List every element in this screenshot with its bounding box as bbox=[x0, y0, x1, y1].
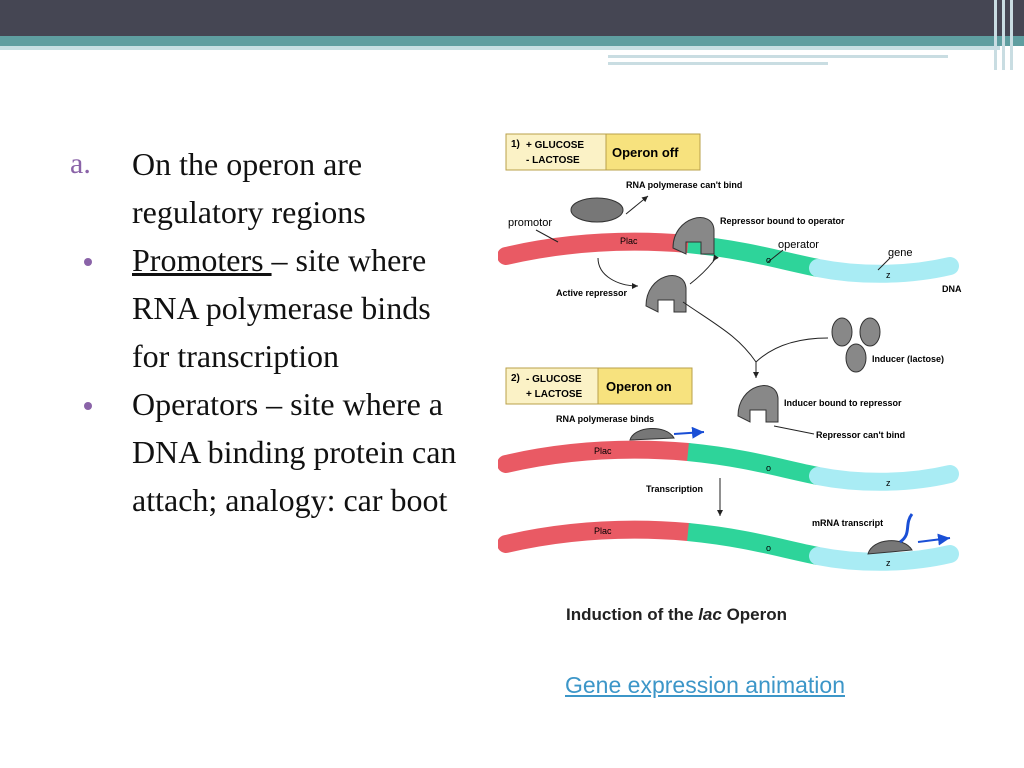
label-repressor-cant-bind: Repressor can't bind bbox=[816, 430, 905, 440]
list-marker: a. bbox=[70, 147, 91, 180]
step1-glucose: + GLUCOSE bbox=[526, 140, 584, 151]
pointer bbox=[877, 257, 891, 271]
label-transcription: Transcription bbox=[646, 484, 703, 494]
label-mrna: mRNA transcript bbox=[812, 518, 883, 528]
term-operators: Operators bbox=[132, 386, 259, 422]
label-polymerase-binds: RNA polymerase binds bbox=[556, 414, 654, 424]
deco-line bbox=[1010, 0, 1013, 70]
label-z: z bbox=[886, 478, 891, 488]
label-plac: Plac bbox=[594, 526, 612, 536]
label-operator: operator bbox=[778, 239, 819, 251]
diagram-caption: Induction of the lac Operon bbox=[566, 605, 787, 624]
label-gene: gene bbox=[888, 247, 912, 259]
arrow bbox=[625, 195, 649, 215]
step2-legend: 2) - GLUCOSE + LACTOSE Operon on bbox=[505, 367, 693, 405]
bullet-text: On the operon are regulatory regions bbox=[132, 146, 366, 230]
pointer bbox=[535, 229, 559, 243]
bullet-operators: Operators – site where a DNA binding pro… bbox=[70, 380, 470, 524]
label-z: z bbox=[886, 270, 891, 280]
inducer-molecule bbox=[859, 317, 881, 347]
label-active-repressor: Active repressor bbox=[556, 288, 628, 298]
dna-strand-2 bbox=[497, 440, 959, 491]
label-o: o bbox=[766, 255, 771, 265]
inducer-molecule bbox=[845, 343, 867, 373]
pointer bbox=[767, 249, 784, 263]
direction-arrow bbox=[673, 426, 705, 439]
bullet-dot bbox=[84, 402, 92, 410]
dna-strand-1 bbox=[497, 232, 959, 283]
active-repressor bbox=[645, 275, 687, 313]
dna-strand-3 bbox=[497, 520, 959, 571]
label-polymerase-cant-bind: RNA polymerase can't bind bbox=[626, 180, 742, 190]
label-repressor-bound: Repressor bound to operator bbox=[720, 216, 845, 226]
label-dna: DNA bbox=[942, 284, 962, 294]
inducer-molecule bbox=[831, 317, 853, 347]
bullet-text: – site where RNA polymerase binds for tr… bbox=[132, 242, 431, 374]
rna-polymerase bbox=[570, 197, 624, 223]
bullet-dot bbox=[84, 258, 92, 266]
lac-operon-diagram: 1) + GLUCOSE - LACTOSE Operon off promot… bbox=[497, 126, 968, 646]
label-z: z bbox=[886, 558, 891, 568]
deco-line bbox=[1002, 0, 1005, 70]
inducer-bound-repressor bbox=[737, 385, 779, 423]
label-o: o bbox=[766, 543, 771, 553]
step1-legend: 1) + GLUCOSE - LACTOSE Operon off bbox=[505, 133, 701, 171]
gene-expression-animation-link[interactable]: Gene expression animation bbox=[565, 672, 845, 698]
step2-number: 2) bbox=[511, 373, 520, 384]
arrow bbox=[597, 257, 639, 289]
bullet-promoters: Promoters – site where RNA polymerase bi… bbox=[70, 236, 470, 380]
bullet-regulatory: a. On the operon are regulatory regions bbox=[70, 140, 470, 236]
label-inducer: Inducer (lactose) bbox=[872, 354, 944, 364]
bullet-list: a. On the operon are regulatory regions … bbox=[70, 140, 470, 524]
direction-arrow bbox=[917, 533, 951, 546]
label-plac: Plac bbox=[594, 446, 612, 456]
step2-state: Operon on bbox=[606, 379, 672, 394]
label-inducer-bound: Inducer bound to repressor bbox=[784, 398, 902, 408]
arrow bbox=[689, 254, 719, 285]
mrna-strand bbox=[899, 513, 914, 544]
path-line bbox=[755, 337, 829, 363]
step2-glucose: - GLUCOSE bbox=[526, 374, 582, 385]
rna-polymerase-moving bbox=[867, 540, 913, 555]
rna-polymerase-bound bbox=[629, 428, 675, 441]
step1-number: 1) bbox=[511, 139, 520, 150]
repressor-bound bbox=[672, 217, 715, 255]
step2-lactose: + LACTOSE bbox=[526, 389, 583, 400]
label-promotor: promotor bbox=[508, 217, 552, 229]
step1-state: Operon off bbox=[612, 145, 679, 160]
pointer bbox=[773, 425, 815, 435]
path-line bbox=[682, 301, 757, 363]
bullet-text: – site where a DNA binding protein can a… bbox=[132, 386, 457, 518]
label-plac: Plac bbox=[620, 236, 638, 246]
term-promoters: Promoters bbox=[132, 242, 272, 278]
step1-lactose: - LACTOSE bbox=[526, 155, 580, 166]
deco-line bbox=[608, 55, 948, 58]
title-bar bbox=[0, 0, 1024, 36]
accent-stripe bbox=[0, 36, 1024, 46]
deco-line bbox=[994, 0, 997, 70]
label-o: o bbox=[766, 463, 771, 473]
accent-stripe-light bbox=[0, 46, 1000, 50]
deco-line bbox=[608, 62, 828, 65]
